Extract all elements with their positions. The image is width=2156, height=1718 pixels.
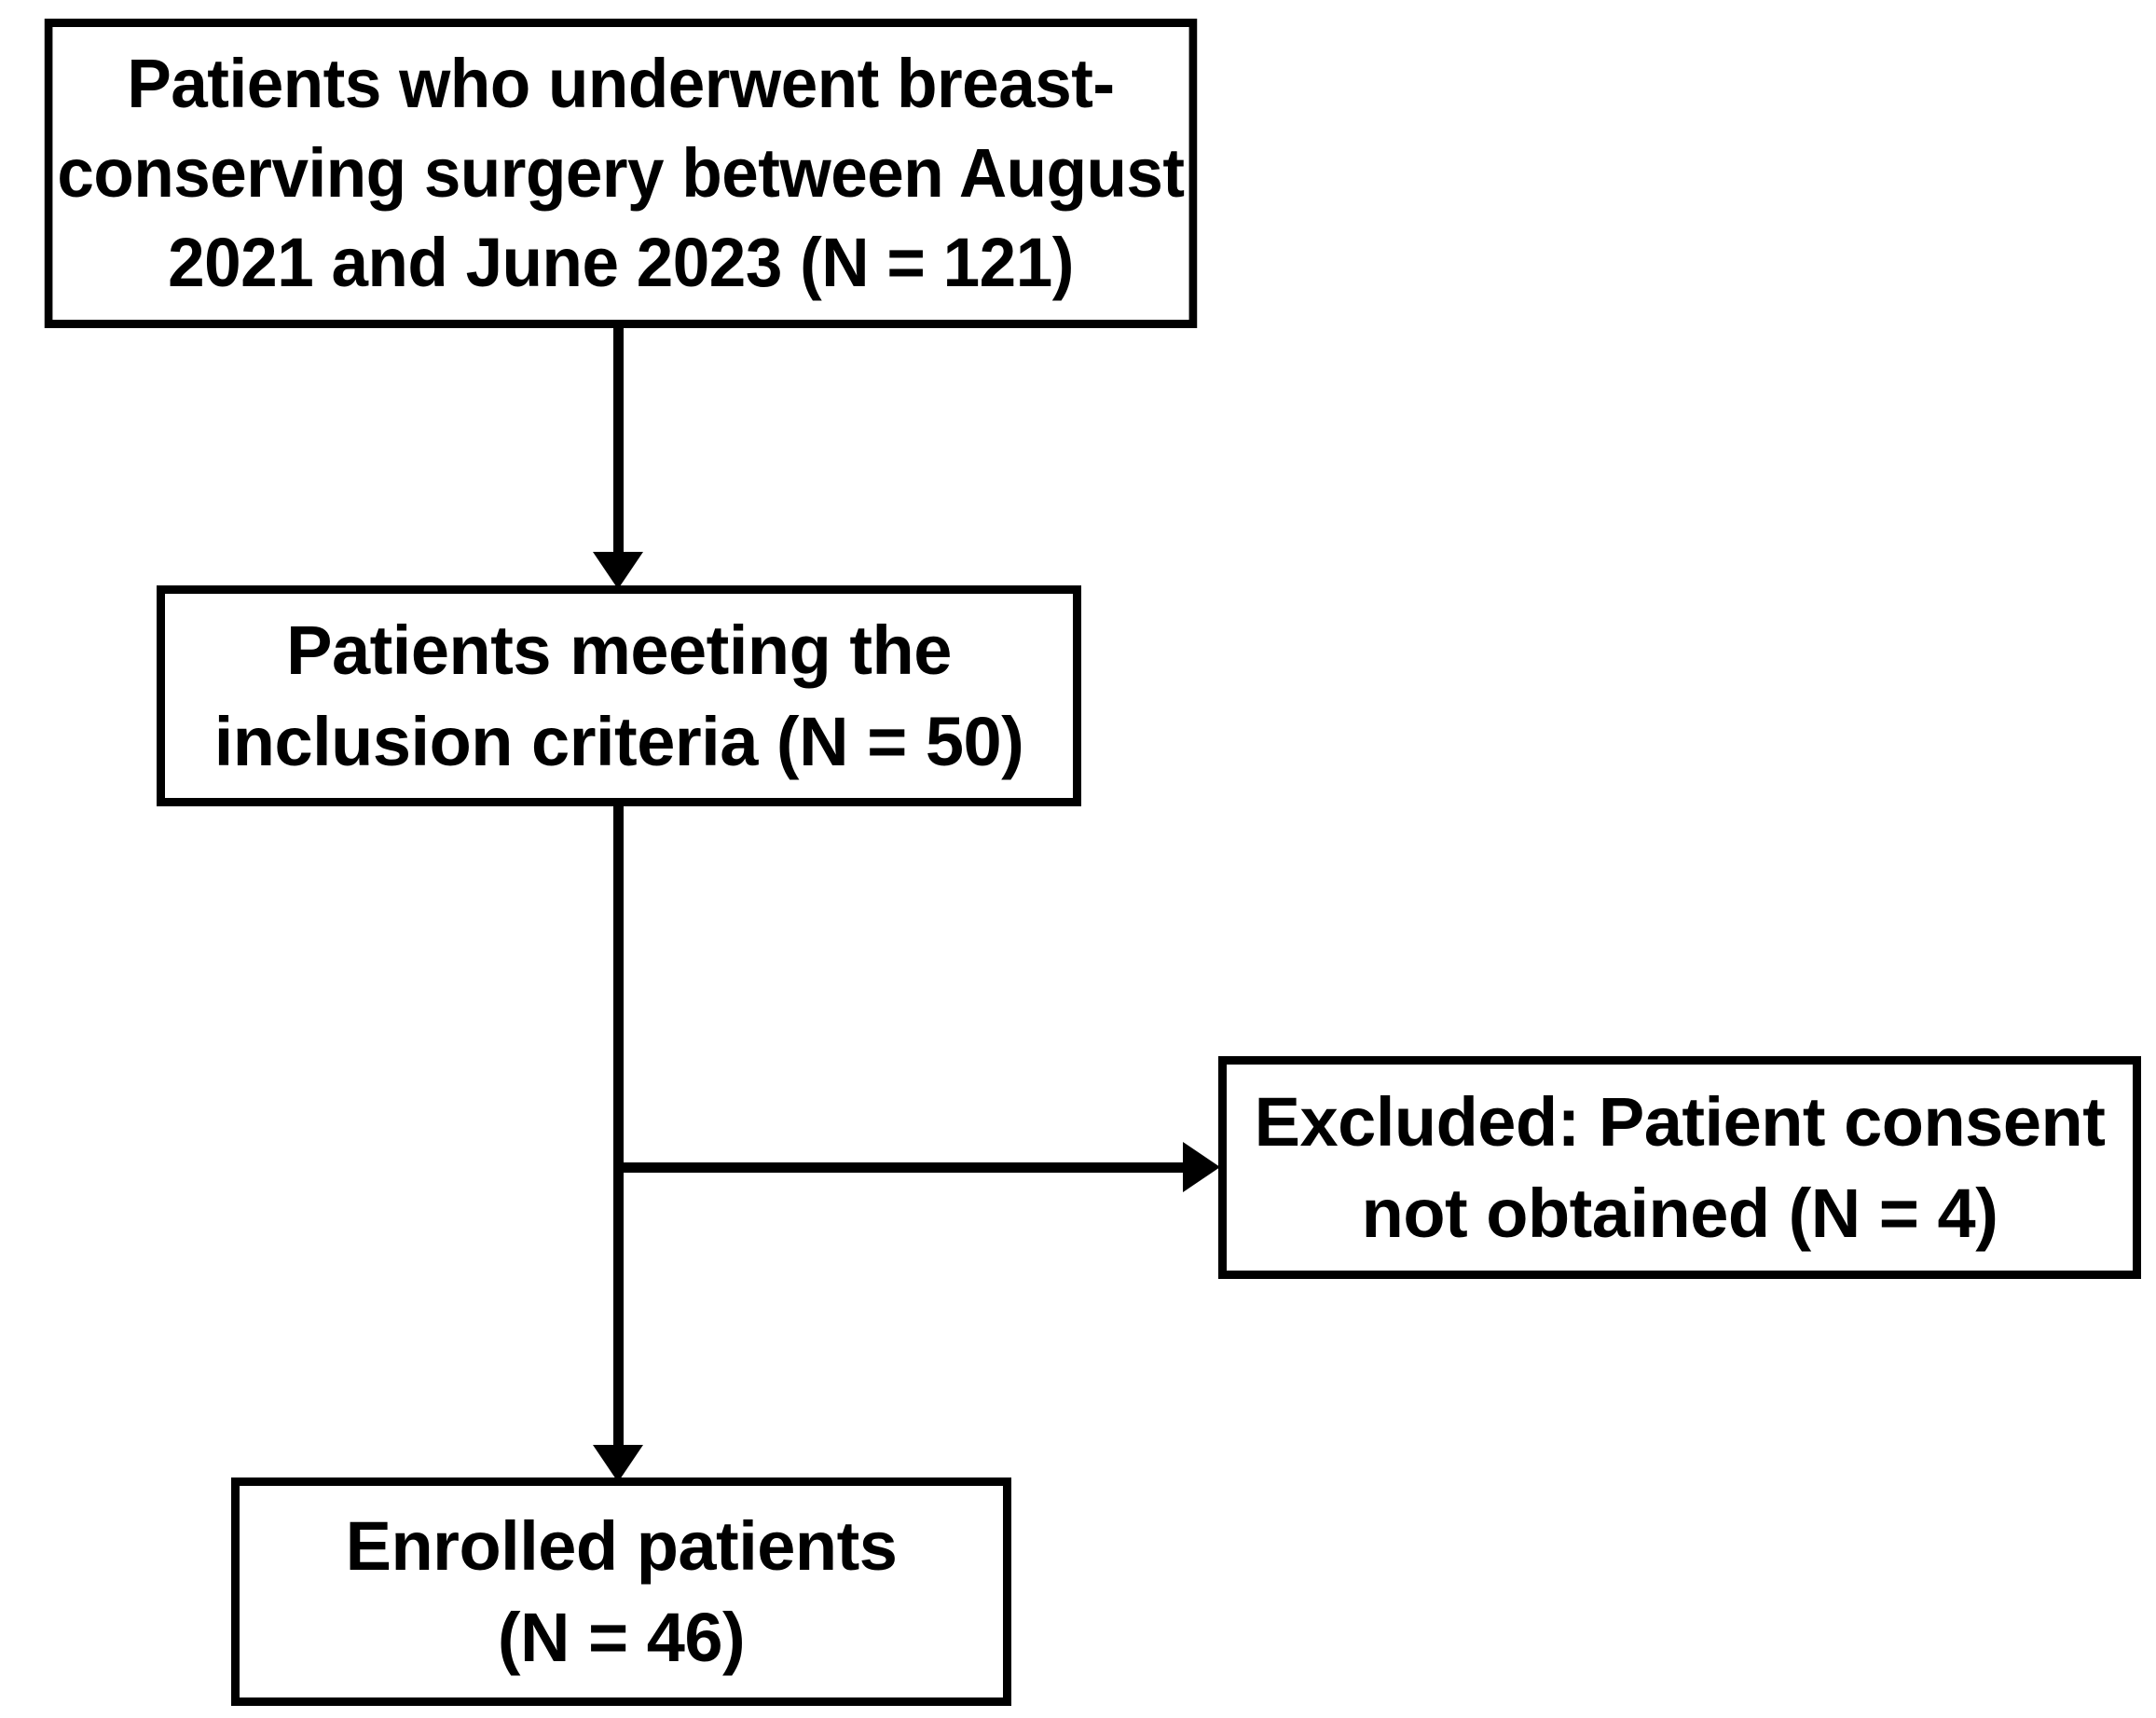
arrowhead-down-to-eligible-icon: [593, 552, 643, 589]
node-source-line-1: Patients who underwent breast-: [127, 44, 1115, 122]
node-excluded-line-2: not obtained (N = 4): [1361, 1174, 1998, 1252]
node-eligible-line-1: Patients meeting the: [286, 611, 952, 689]
node-enrolled-line-2: (N = 46): [497, 1598, 746, 1676]
node-eligible-line-2: inclusion criteria (N = 50): [213, 702, 1024, 780]
node-excluded-population: Excluded: Patient consent not obtained (…: [1218, 1056, 2141, 1279]
node-source-population: Patients who underwent breast- conservin…: [44, 19, 1198, 328]
arrowhead-right-to-excluded-icon: [1183, 1142, 1220, 1192]
node-excluded-line-1: Excluded: Patient consent: [1254, 1082, 2106, 1161]
edge-source-to-eligible: [613, 328, 624, 552]
node-enrolled-line-1: Enrolled patients: [345, 1506, 898, 1585]
arrowhead-down-to-enrolled-icon: [593, 1445, 643, 1482]
node-source-line-2: conserving surgery between August: [57, 133, 1185, 212]
node-enrolled-population: Enrolled patients (N = 46): [231, 1477, 1011, 1706]
node-source-line-3: 2021 and June 2023 (N = 121): [168, 224, 1074, 302]
edge-eligible-to-enrolled: [613, 806, 624, 1450]
node-eligible-population: Patients meeting the inclusion criteria …: [157, 585, 1081, 806]
edge-branch-to-excluded: [613, 1162, 1191, 1173]
